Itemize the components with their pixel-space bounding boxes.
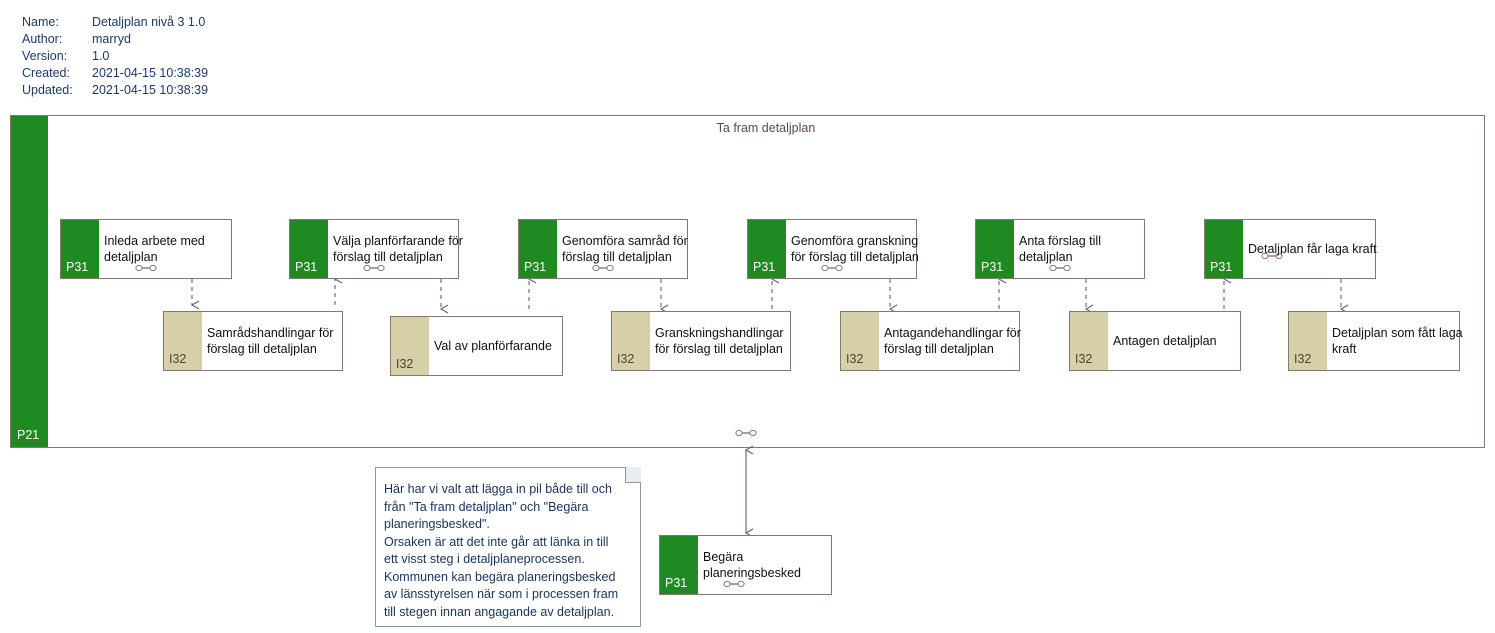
information-node-val-av-planforfarande[interactable]: I32 Val av planförfarande [390,316,563,376]
pool-title: Ta fram detaljplan [716,121,816,135]
link-icon [592,264,614,272]
process-node-detaljplan-far-laga-kraft[interactable]: P31 Detaljplan får laga kraft [1204,219,1377,279]
process-tab: P31 [519,220,557,278]
note-fold-corner [625,467,641,483]
process-tab-label: P31 [66,260,89,274]
process-tab: P31 [976,220,1014,278]
process-body: Begära planeringsbesked [698,536,831,594]
process-label: Genomföra granskning för förslag till de… [791,234,919,264]
information-body: Antagandehandlingar för förslag till det… [879,312,1021,370]
pool-band-label: P21 [17,428,40,442]
process-label: Begära planeringsbesked [703,550,801,580]
information-tab: I32 [1289,312,1327,370]
process-label: Välja planförfarande för förslag till de… [333,234,463,264]
metadata-value-version: 1.0 [92,49,110,63]
link-icon [1261,252,1283,260]
pool-band: P21 [11,116,48,447]
process-body: Genomföra samråd för förslag till detalj… [557,220,688,278]
information-tab: I32 [1070,312,1108,370]
information-label: Detaljplan som fått laga kraft [1332,326,1463,356]
note-text: Här har vi valt att lägga in pil både ti… [384,482,619,619]
process-label: Inleda arbete med detaljplan [104,234,205,264]
information-label: Samrådshandlingar för förslag till detal… [207,326,334,356]
link-icon [723,580,745,588]
comment-note[interactable]: Här har vi valt att lägga in pil både ti… [375,467,641,627]
process-node-anta-forslag[interactable]: P31 Anta förslag till detaljplan [975,219,1145,279]
information-node-antagen-detaljplan[interactable]: I32 Antagen detaljplan [1069,311,1241,371]
information-body: Antagen detaljplan [1108,312,1240,370]
metadata-label-version: Version: [22,49,68,63]
link-icon [135,264,157,272]
information-tab-label: I32 [846,352,864,366]
information-node-antagandehandlingar[interactable]: I32 Antagandehandlingar för förslag till… [840,311,1021,371]
process-tab: P31 [61,220,99,278]
information-label: Antagandehandlingar för förslag till det… [884,326,1021,356]
metadata-value-updated: 2021-04-15 10:38:39 [92,83,209,97]
information-body: Granskningshandlingar för förslag till d… [650,312,790,370]
information-tab-label: I32 [617,352,635,366]
link-icon [735,429,757,437]
process-tab-label: P31 [753,260,776,274]
information-tab: I32 [841,312,879,370]
information-label: Val av planförfarande [434,339,552,353]
process-body: Inleda arbete med detaljplan [99,220,231,278]
process-body: Välja planförfarande för förslag till de… [328,220,463,278]
process-node-genomfora-samrad[interactable]: P31 Genomföra samråd för förslag till de… [518,219,688,279]
metadata-value-name: Detaljplan nivå 3 1.0 [92,15,206,29]
information-node-samradshandlingar[interactable]: I32 Samrådshandlingar för förslag till d… [163,311,343,371]
link-icon [821,264,843,272]
process-body: Anta förslag till detaljplan [1014,220,1144,278]
process-tab-label: P31 [524,260,547,274]
process-tab: P31 [748,220,786,278]
process-body: Detaljplan får laga kraft [1243,220,1377,278]
process-tab-label: P31 [665,576,688,590]
process-node-genomfora-granskning[interactable]: P31 Genomföra granskning för förslag til… [747,219,919,279]
information-tab-label: I32 [1294,352,1312,366]
metadata-row: Author: marryd [22,31,208,48]
metadata-value-author: marryd [92,32,131,46]
information-tab: I32 [612,312,650,370]
process-tab: P31 [660,536,698,594]
metadata-row: Version: 1.0 [22,48,208,65]
metadata-row: Name: Detaljplan nivå 3 1.0 [22,14,208,31]
process-tab-label: P31 [295,260,318,274]
information-label: Antagen detaljplan [1113,334,1217,348]
information-tab-label: I32 [1075,352,1093,366]
process-label: Detaljplan får laga kraft [1248,242,1377,256]
information-node-granskningshandlingar[interactable]: I32 Granskningshandlingar för förslag ti… [611,311,791,371]
process-node-valja-planforfarande[interactable]: P31 Välja planförfarande för förslag til… [289,219,463,279]
information-body: Detaljplan som fått laga kraft [1327,312,1463,370]
process-label: Genomföra samråd för förslag till detalj… [562,234,688,264]
document-metadata: Name: Detaljplan nivå 3 1.0 Author: marr… [22,14,208,99]
link-icon [363,264,385,272]
process-body: Genomföra granskning för förslag till de… [786,220,919,278]
metadata-label-name: Name: [22,15,59,29]
process-tab: P31 [290,220,328,278]
process-node-begara-planeringsbesked[interactable]: P31 Begära planeringsbesked [659,535,832,595]
information-body: Samrådshandlingar för förslag till detal… [202,312,342,370]
process-label: Anta förslag till detaljplan [1019,234,1101,264]
metadata-row: Created: 2021-04-15 10:38:39 [22,65,208,82]
metadata-row: Updated: 2021-04-15 10:38:39 [22,82,208,99]
link-icon [1049,264,1071,272]
metadata-value-created: 2021-04-15 10:38:39 [92,66,209,80]
information-tab-label: I32 [169,352,187,366]
process-tab-label: P31 [981,260,1004,274]
information-body: Val av planförfarande [429,317,562,375]
information-tab-label: I32 [396,357,414,371]
information-label: Granskningshandlingar för förslag till d… [655,326,784,356]
process-tab: P31 [1205,220,1243,278]
metadata-label-updated: Updated: [22,83,73,97]
information-node-detaljplan-som-fatt-laga-kraft[interactable]: I32 Detaljplan som fått laga kraft [1288,311,1463,371]
process-node-inleda-arbete[interactable]: P31 Inleda arbete med detaljplan [60,219,232,279]
metadata-label-author: Author: [22,32,63,46]
process-pool-container[interactable]: P21 Ta fram detaljplan [10,115,1485,448]
process-tab-label: P31 [1210,260,1233,274]
information-tab: I32 [164,312,202,370]
information-tab: I32 [391,317,429,375]
metadata-label-created: Created: [22,66,70,80]
